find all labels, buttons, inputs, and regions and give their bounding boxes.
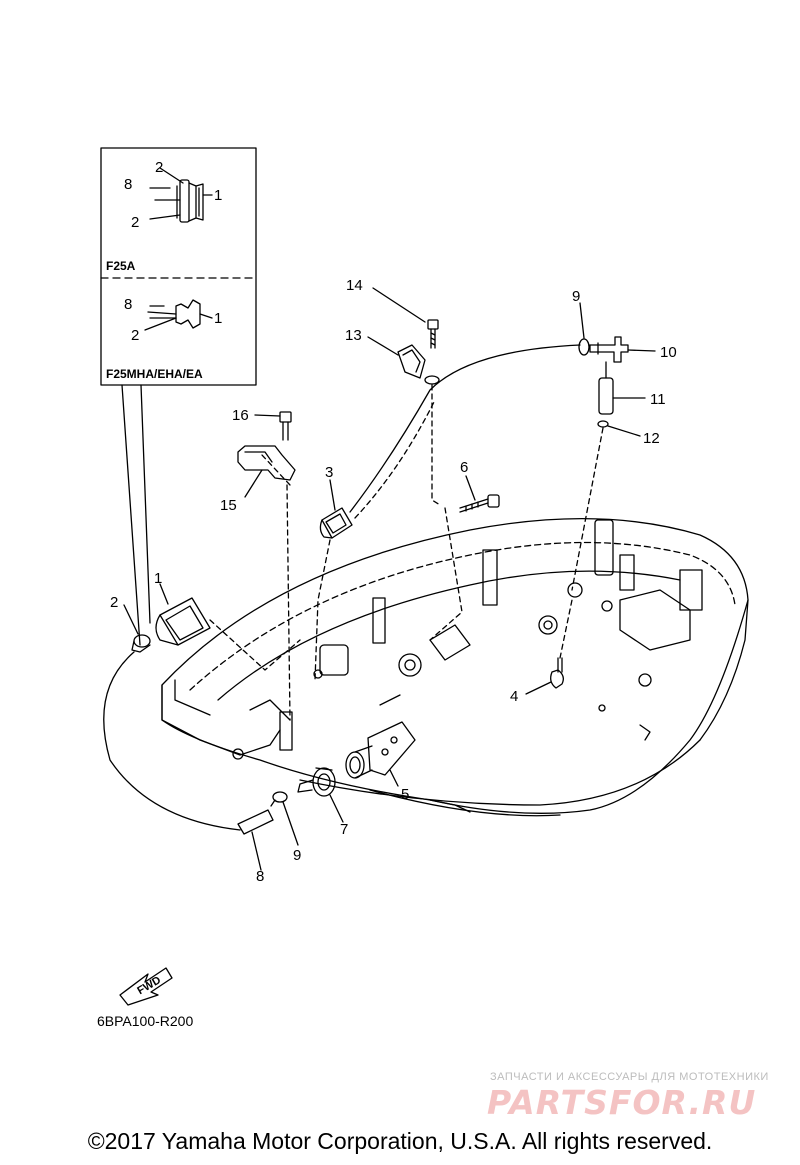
leader-15 [286,484,291,721]
leader-15b [261,454,291,486]
inset-bottom-callout-1: 1 [214,310,222,327]
callout-leaders [123,287,656,871]
inset-top-grommet [149,167,213,223]
callout-6: 6 [460,459,468,476]
part-6-screw [459,494,500,513]
inset-bottom-callout-2: 2 [131,327,139,344]
fwd-arrow-icon [119,967,173,1006]
part-9-top-clip [578,338,590,356]
inset-top-callout-2b: 2 [131,214,139,231]
hose-line-2-8 [103,651,241,831]
callout-14: 14 [346,277,363,294]
callout-10: 10 [660,344,677,361]
bottom-cowling [161,518,749,817]
part-8-hose [237,809,274,835]
copyright-notice: ©2017 Yamaha Motor Corporation, U.S.A. A… [87,1128,713,1154]
leader-12 [571,427,604,591]
part-10-tee-joint [589,336,629,363]
part-5-grommet [345,721,416,779]
leader-6 [429,507,463,641]
callout-11: 11 [650,391,666,408]
hose-top-2 [354,399,436,519]
leader-1 [209,619,301,671]
inset-model-top: F25A [106,259,136,273]
callout-15: 15 [220,497,237,514]
part-4-fitting [550,657,564,689]
callout-2: 2 [110,594,118,611]
part-14-bolt [427,319,439,349]
callout-9-upper: 9 [572,288,580,305]
part-callouts: 1 2 3 4 5 6 7 8 9 9 10 11 12 13 14 15 16 [110,277,677,885]
inset-top-callout-2a: 2 [155,159,163,176]
inset-bottom-grommet [144,299,213,331]
hose-top [349,344,581,513]
part-11-hose [598,361,614,415]
part-12-clip [597,420,609,428]
leader-14 [431,384,441,506]
inset-box [100,147,257,646]
inset-top-callout-8: 8 [124,176,132,193]
part-16-bolt [279,411,292,441]
callout-5: 5 [401,786,409,803]
callout-1: 1 [154,570,162,587]
callout-8: 8 [256,868,264,885]
leader-3 [314,539,331,681]
callout-9-lower: 9 [293,847,301,864]
part-7-fitting [297,767,336,797]
part-1-grommet [155,597,211,646]
watermark-logo: PARTSFOR.RU [487,1083,757,1122]
inset-top-callout-1: 1 [214,187,222,204]
callout-3: 3 [325,464,333,481]
callout-7: 7 [340,821,348,838]
part-3-grommet [319,507,353,539]
diagram-code: 6BPA100-R200 [97,1013,193,1029]
callout-13: 13 [345,327,362,344]
callout-16: 16 [232,407,249,424]
fwd-label: FWD [135,974,163,997]
callout-4: 4 [510,688,518,705]
part-15-bracket [237,445,296,481]
part-9-lower-clip [270,791,288,807]
inset-model-bottom: F25MHA/EHA/EA [106,367,203,381]
callout-12: 12 [643,430,660,447]
part-2-clip [131,634,151,653]
watermark-tagline: ЗАПЧАСТИ И АКСЕССУАРЫ ДЛЯ МОТОТЕХНИКИ [490,1071,769,1083]
leader-4 [559,599,573,659]
inset-bottom-callout-8: 8 [124,296,132,313]
inset-numbers: 8 2 2 1 8 2 1 [124,159,222,344]
part-13-clamp [397,344,440,385]
